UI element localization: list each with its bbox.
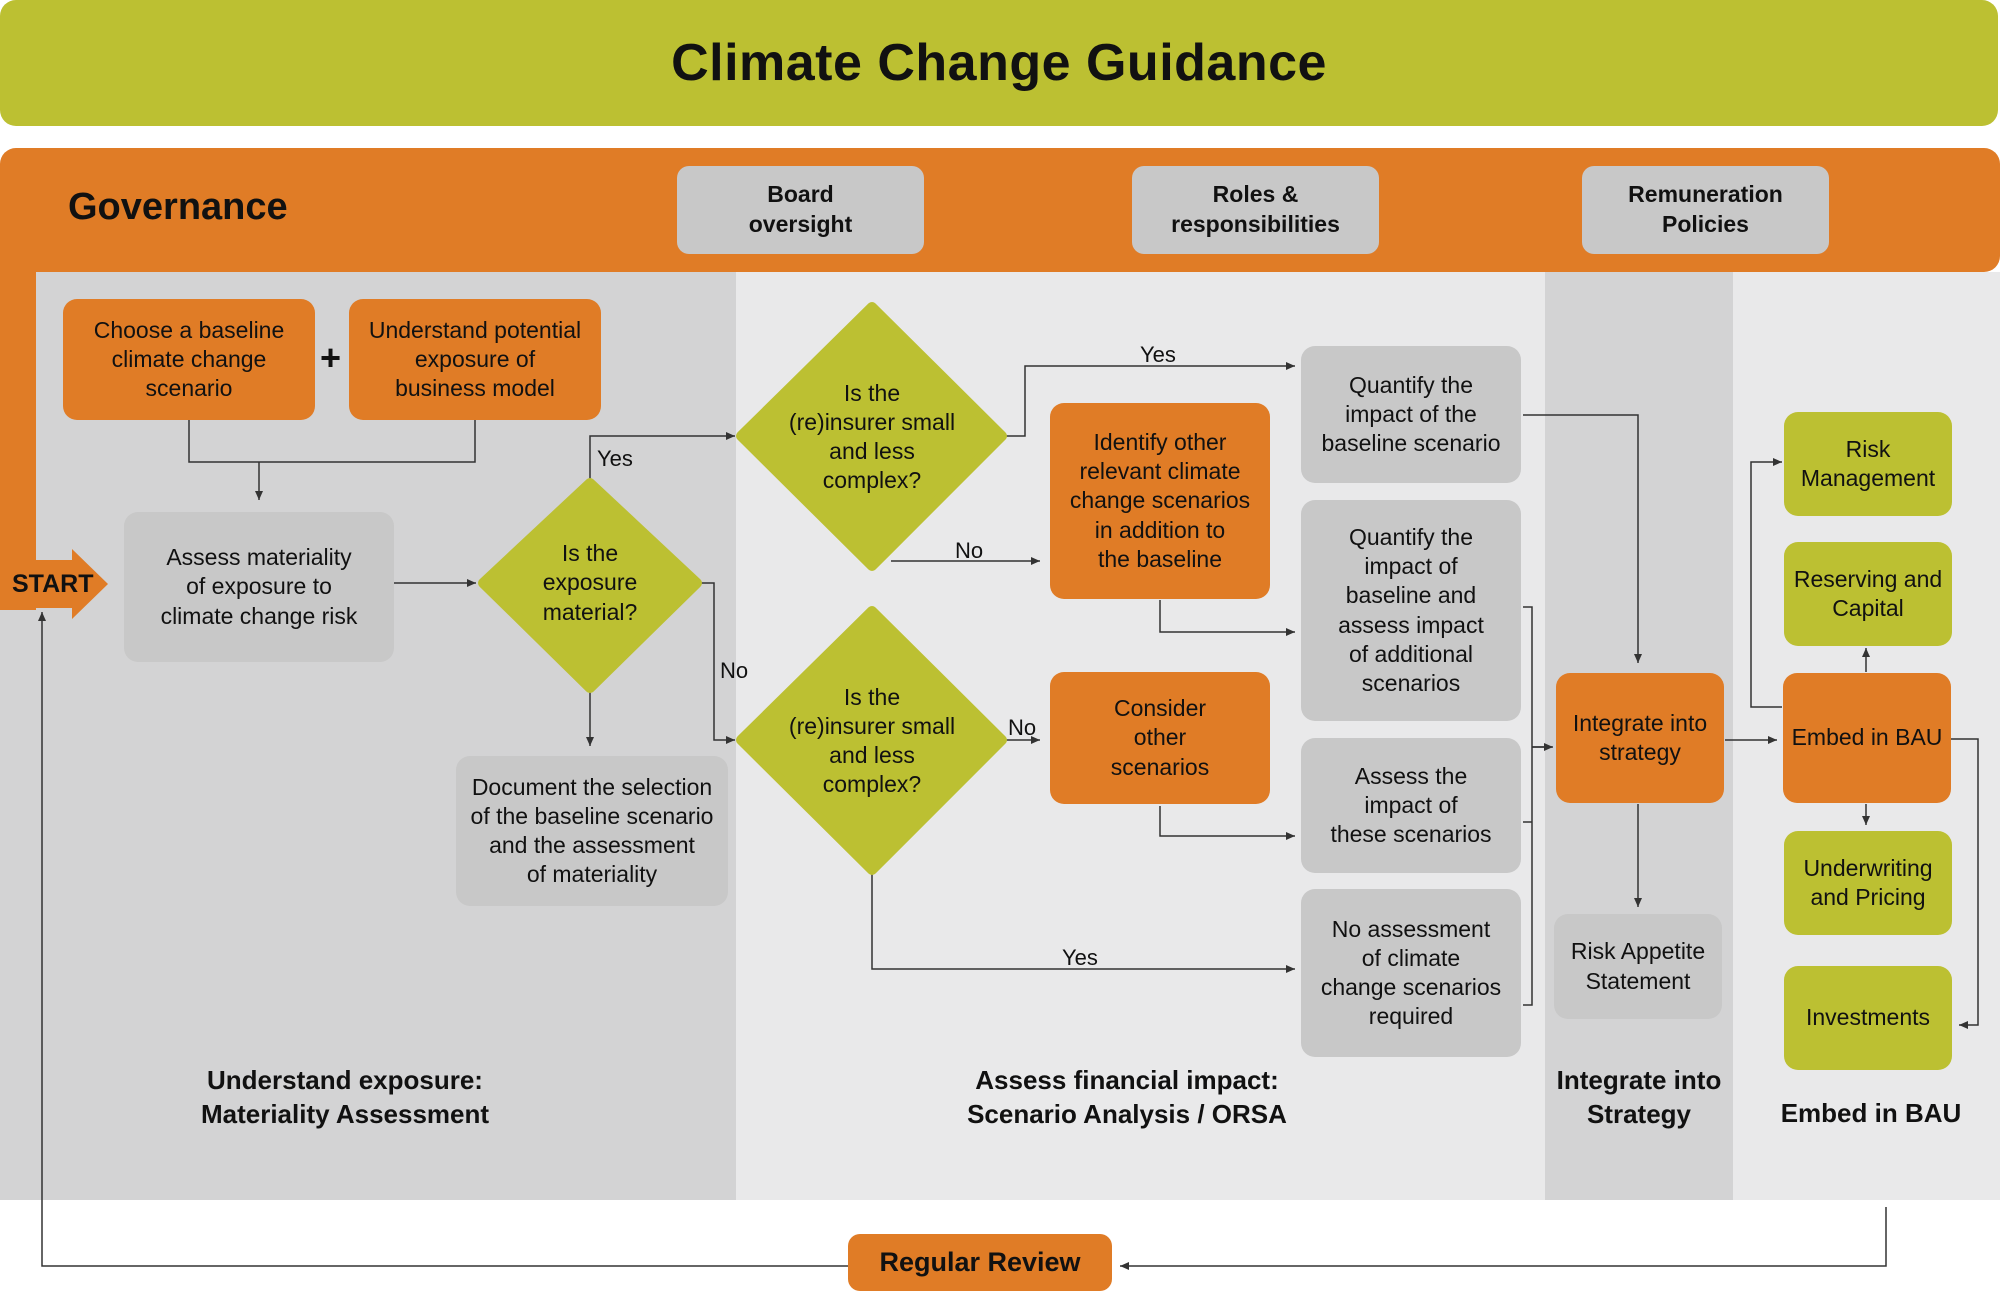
connector-bracket: [1523, 606, 1552, 1006]
node-integrate-strategy: Integrate into strategy: [1556, 673, 1724, 803]
node-consider-scenarios: Consider other scenarios: [1050, 672, 1270, 804]
roles-responsibilities-pill: Roles & responsibilities: [1132, 166, 1379, 254]
connector-bau-to-review: [1120, 1207, 1887, 1270]
edge-label-material-no: No: [720, 658, 749, 683]
node-quantify-baseline: Quantify the impact of the baseline scen…: [1301, 346, 1521, 483]
phase-integrate-strategy: Integrate into Strategy: [1556, 1065, 1722, 1129]
regular-review: Regular Review: [848, 1234, 1112, 1291]
governance-label: Governance: [68, 186, 288, 228]
connector-identify-to-quantify: [1159, 600, 1295, 636]
connector-embed-to-investments: [1950, 738, 1979, 1029]
diamond-small-q1: [736, 302, 1007, 571]
node-reserving-capital: Reserving and Capital: [1784, 542, 1952, 646]
title-banner: Climate Change Guidance: [0, 0, 1998, 126]
node-no-assessment: No assessment of climate change scenario…: [1301, 889, 1521, 1057]
phase-assess-financial-impact: Assess financial impact: Scenario Analys…: [967, 1065, 1287, 1129]
node-assess-these-scenarios: Assess the impact of these scenarios: [1301, 738, 1521, 873]
connector-material-yes: [589, 432, 735, 483]
decision-small-complex-2: Is the (re)insurer small and less comple…: [788, 683, 956, 798]
connector-q1-yes: [1005, 362, 1295, 437]
node-embed-bau: Embed in BAU: [1783, 673, 1951, 803]
decision-exposure-material: Is the exposure material?: [542, 540, 638, 625]
node-identify-scenarios: Identify other relevant climate change s…: [1050, 403, 1270, 599]
node-risk-appetite: Risk Appetite Statement: [1554, 914, 1722, 1019]
connector-review-to-start: [38, 612, 848, 1267]
connector-baseline-merge: [188, 420, 476, 463]
decision-small-complex-1: Is the (re)insurer small and less comple…: [788, 379, 956, 494]
node-choose-baseline: Choose a baseline climate change scenari…: [63, 299, 315, 420]
plus-sign: +: [320, 337, 342, 378]
connector-quantify-to-integrate: [1523, 414, 1642, 663]
node-underwriting-pricing: Underwriting and Pricing: [1784, 831, 1952, 935]
edge-label-q2-yes: Yes: [1062, 945, 1098, 970]
governance-left-bar: [0, 200, 36, 610]
start-arrow: [0, 549, 108, 619]
edge-label-q1-no: No: [955, 538, 984, 563]
node-risk-management: Risk Management: [1784, 412, 1952, 516]
diamond-material: [478, 478, 702, 693]
page-title: Climate Change Guidance: [671, 34, 1327, 92]
node-investments: Investments: [1784, 966, 1952, 1070]
node-quantify-additional: Quantify the impact of baseline and asse…: [1301, 500, 1521, 721]
remuneration-policies-pill: Remuneration Policies: [1582, 166, 1829, 254]
edge-label-q2-no: No: [1008, 715, 1037, 740]
panel-understand-exposure: [0, 272, 736, 1200]
connector-embed-to-risk-mgmt: [1750, 458, 1782, 708]
board-oversight-pill: Board oversight: [677, 166, 924, 254]
start-label: START: [12, 570, 94, 598]
phase-embed-bau: Embed in BAU: [1780, 1098, 1962, 1128]
node-assess-materiality: Assess materiality of exposure to climat…: [124, 512, 394, 662]
connector-q2-yes: [871, 872, 1295, 973]
node-document-selection: Document the selection of the baseline s…: [456, 756, 728, 906]
connector-consider-to-assess: [1159, 806, 1295, 840]
diamond-small-q2: [736, 606, 1007, 875]
edge-label-q1-yes: Yes: [1140, 342, 1176, 367]
edge-label-material-yes: Yes: [597, 446, 633, 471]
node-understand-exposure: Understand potential exposure of busines…: [349, 299, 601, 420]
connector-material-no: [697, 582, 735, 744]
phase-understand-exposure: Understand exposure: Materiality Assessm…: [200, 1065, 490, 1129]
